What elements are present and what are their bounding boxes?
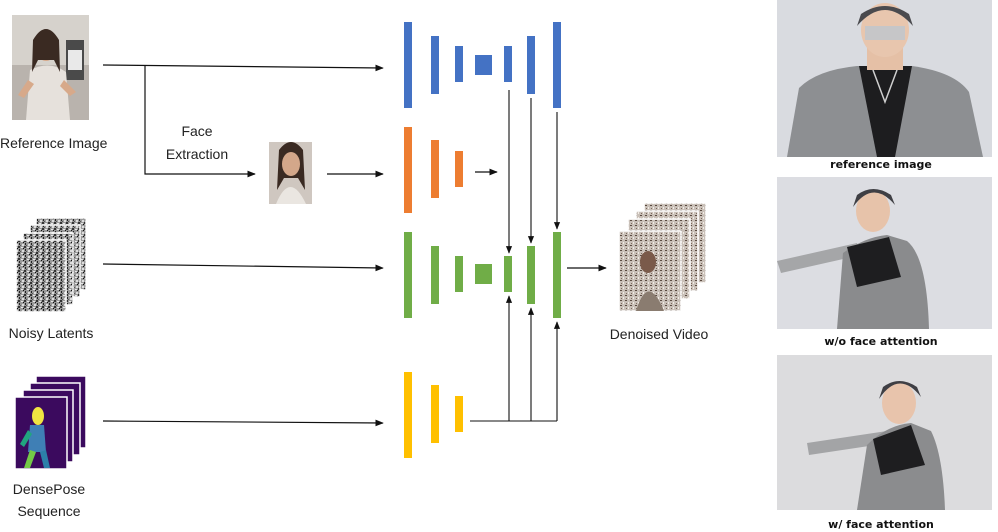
caption-without-face-attention: w/o face attention (824, 335, 938, 348)
pose-guider-block-1 (404, 372, 412, 458)
reference-unet-block-5 (527, 36, 535, 94)
denoised-video-label: Denoised Video (609, 326, 709, 342)
arrow-reference-to-reference-unet (102, 64, 384, 72)
denoising-unet (404, 232, 561, 318)
densepose-label-line1: DensePose (12, 481, 86, 497)
caption-reference-image: reference image (830, 158, 932, 171)
arrow-noise-to-denoising-unet (102, 263, 384, 272)
denoising-unet-block-1 (404, 232, 412, 318)
reference-unet-block-4 (504, 46, 512, 82)
arrow-pose-to-pose-guider (102, 419, 384, 427)
noisy-latents-label: Noisy Latents (8, 325, 94, 341)
reference-unet (404, 22, 561, 108)
densepose-label-line2: Sequence (17, 503, 81, 519)
reference-unet-block-6 (553, 22, 561, 108)
person-photo-icon (787, 3, 983, 157)
noise-stack-icon (15, 217, 87, 313)
denoising-unet-block-3 (455, 256, 463, 292)
pose-guider-block-2 (431, 385, 439, 443)
reference-unet-block-3 (455, 46, 463, 82)
denoising-unet-block-2 (431, 246, 439, 304)
caption-with-face-attention: w/ face attention (828, 518, 934, 531)
person-photo-icon (807, 381, 945, 510)
reference-image-thumbnail (12, 15, 89, 120)
arrow-face-extraction (144, 65, 256, 178)
face-unet-block-2 (431, 140, 439, 198)
comparison-photo-without-face-attention (777, 177, 992, 329)
reference-image-label: Reference Image (0, 135, 108, 151)
face-extraction-label-line1: Face (181, 123, 213, 139)
person-photo-icon (777, 189, 929, 329)
reference-unet-block-2 (431, 36, 439, 94)
video-frames-icon (618, 202, 707, 312)
pose-guider-block-3 (455, 396, 463, 432)
face-unet-block-1 (404, 127, 412, 213)
densepose-stack-icon (14, 375, 87, 470)
comparison-photo-with-face-attention (777, 355, 992, 510)
face-unet-block-3 (455, 151, 463, 187)
reference-unet-block-1 (404, 22, 412, 108)
face-unet (404, 127, 463, 213)
denoising-unet-block-5 (527, 246, 535, 304)
denoising-unet-block-4 (504, 256, 512, 292)
face-extraction-label-line2: Extraction (165, 146, 229, 162)
denoising-unet-block-6 (553, 232, 561, 318)
face-crop-thumbnail (269, 142, 312, 204)
comparison-photo-reference (777, 0, 992, 157)
denoising-unet-bottleneck (475, 264, 492, 284)
reference-unet-bottleneck (475, 55, 492, 75)
pose-guider (404, 372, 463, 458)
